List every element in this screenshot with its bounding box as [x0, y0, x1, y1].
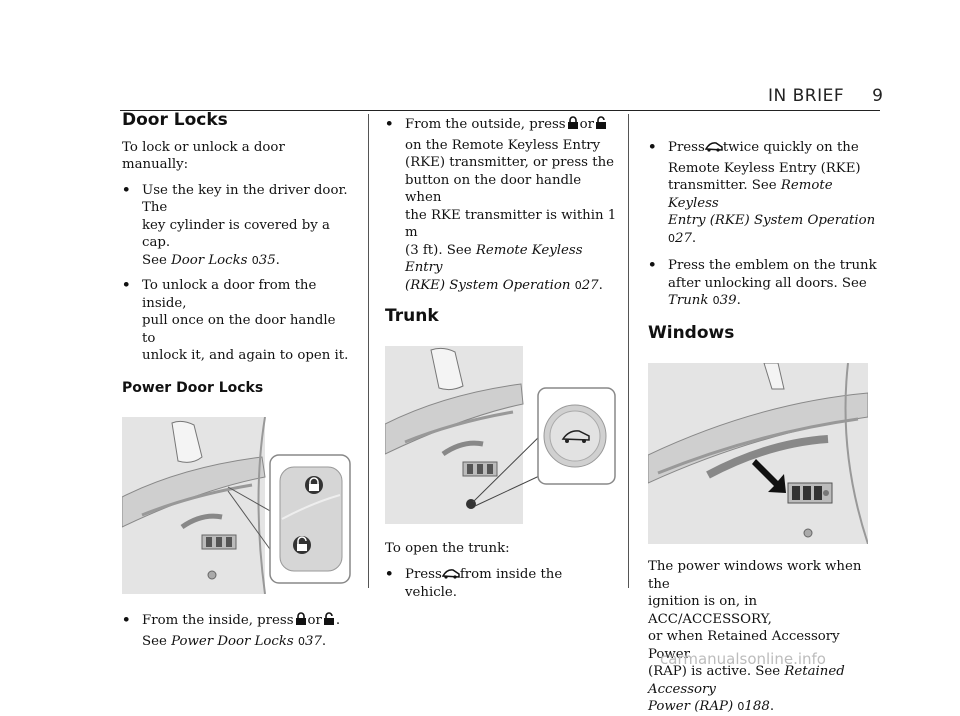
text-line: To unlock a door from the inside, [142, 278, 317, 311]
header-rule [120, 110, 880, 111]
figure-window-switches [648, 363, 868, 544]
text-line: or when Retained Accessory Power [648, 629, 840, 662]
text-line: key cylinder is covered by a cap. [142, 217, 330, 251]
bullet: • [122, 613, 131, 628]
page-ref-number: 37 [304, 633, 322, 649]
watermark: carmanualsonline.info [660, 650, 826, 668]
heading-windows: Windows [648, 322, 735, 343]
bullet: • [648, 140, 657, 155]
text-line: (RAP) is active. See Retained Accessory [648, 664, 845, 697]
figure-power-door-locks [122, 417, 352, 594]
section-title: IN BRIEF [768, 86, 845, 106]
text-line: (RKE) System Operation 027. [405, 277, 603, 293]
page-ref-icon: 0 [712, 294, 720, 307]
cross-ref-link[interactable]: Remote Keyless Entry [405, 242, 583, 276]
column-divider [368, 114, 369, 588]
page-header: IN BRIEF 9 [768, 86, 883, 106]
text-line: ignition is on, in ACC/ACCESSORY, [648, 594, 772, 627]
column-divider [628, 114, 629, 588]
text-line: See Door Locks 035. [142, 252, 280, 268]
bullet: • [122, 278, 131, 293]
paragraph-windows: The power windows work when the ignition… [648, 558, 878, 716]
list-item: • To unlock a door from the inside, pull… [122, 277, 352, 365]
door-panel-illustration [648, 363, 868, 544]
heading-trunk: Trunk [385, 306, 439, 326]
list-item: • Press the emblem on the trunk after un… [648, 257, 878, 310]
cross-ref-link[interactable]: Power Door Locks [171, 633, 294, 649]
text-line: Remote Keyless Entry (RKE) [668, 160, 861, 176]
page-ref-number: 188 [744, 699, 770, 714]
cross-ref-link[interactable]: Door Locks [171, 252, 248, 268]
page-ref-number: 27 [675, 230, 692, 246]
trunk-release-icon [704, 142, 723, 152]
unlock-icon [596, 116, 607, 129]
text-line: Entry (RKE) System Operation 027. [668, 213, 876, 246]
heading-door-locks: Door Locks [122, 110, 228, 130]
page-ref-icon: 0 [668, 231, 675, 245]
intro-text: To lock or unlock a door manually: [122, 139, 285, 173]
column-door-locks: Door Locks To lock or unlock a door manu… [122, 110, 352, 650]
door-panel-illustration [122, 417, 351, 594]
bullet: • [122, 182, 131, 198]
page-ref-icon: 0 [574, 278, 582, 292]
text-line: after unlocking all doors. See [668, 275, 867, 291]
text-line: transmitter. See Remote Keyless [668, 178, 833, 211]
intro-text: To open the trunk: [385, 540, 510, 556]
page-ref-icon: 0 [297, 634, 305, 648]
unlock-icon [323, 612, 334, 625]
bullet: • [385, 117, 394, 132]
text-line: Press the emblem on the trunk [668, 258, 877, 273]
trunk-release-icon [441, 569, 460, 579]
page-ref-number: 39 [719, 293, 737, 308]
lock-icon [567, 116, 578, 129]
bullet: • [648, 258, 657, 273]
figure-trunk-button [385, 345, 617, 524]
text-line: unlock it, and again to open it. [142, 348, 349, 363]
text-line: (RKE) transmitter, or press the [405, 155, 615, 170]
heading-power-door-locks: Power Door Locks [122, 379, 264, 396]
text-line: See Power Door Locks 037. [142, 633, 327, 649]
text-line: pull once on the door handle to [142, 313, 336, 346]
lock-icon [295, 612, 306, 625]
page-number: 9 [872, 86, 884, 106]
door-panel-illustration [385, 345, 616, 524]
cross-ref-link[interactable]: Power (RAP) [648, 699, 734, 714]
page-ref-icon: 0 [737, 700, 745, 713]
text-line: (3 ft). See Remote Keyless Entry [405, 242, 583, 276]
cross-ref-link[interactable]: (RKE) System Operation [405, 277, 571, 293]
page-ref-number: 27 [581, 277, 599, 293]
text-line: on the Remote Keyless Entry [405, 137, 601, 153]
text-line: Power (RAP) 0188. [648, 699, 775, 714]
cross-ref-link[interactable]: Remote Keyless [668, 178, 833, 211]
page-ref-number: 35 [258, 252, 276, 268]
text-line: The power windows work when the [648, 559, 862, 592]
text-line: the RKE transmitter is within 1 m [405, 207, 617, 241]
page-ref-icon: 0 [251, 253, 259, 267]
text-line: Use the key in the driver door. The [142, 182, 348, 216]
text-line: Trunk 039. [668, 293, 741, 308]
text-line: button on the door handle when [405, 172, 582, 206]
bullet: • [385, 567, 394, 582]
list-item: • Use the key in the driver door. The ke… [122, 182, 352, 270]
cross-ref-link[interactable]: Entry (RKE) System Operation [668, 213, 876, 228]
cross-ref-link[interactable]: Trunk [668, 293, 709, 308]
